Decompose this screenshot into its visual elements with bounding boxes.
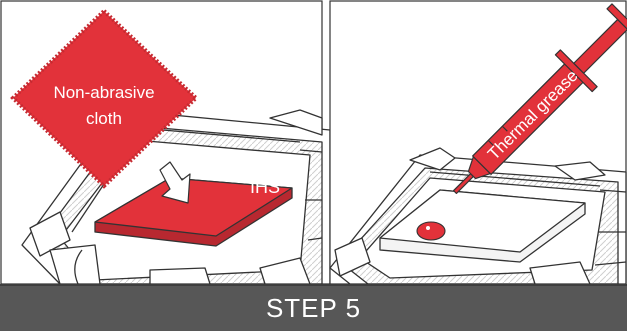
step-label: STEP 5 — [265, 293, 362, 323]
wipe-arrow-icon — [159, 161, 191, 204]
grease-dot — [416, 221, 446, 241]
right-panel: Thermal grease — [329, 0, 627, 285]
cloth-label-line-2: cloth — [86, 109, 122, 128]
left-panel: IHS Non-abrasive cloth — [0, 0, 331, 285]
cloth-shape — [10, 8, 199, 189]
ihs-plate — [94, 177, 293, 247]
step-footer: STEP 5 — [0, 284, 627, 331]
ihs-label: IHS — [250, 177, 280, 197]
cloth-label-line-1: Non-abrasive — [53, 83, 154, 102]
